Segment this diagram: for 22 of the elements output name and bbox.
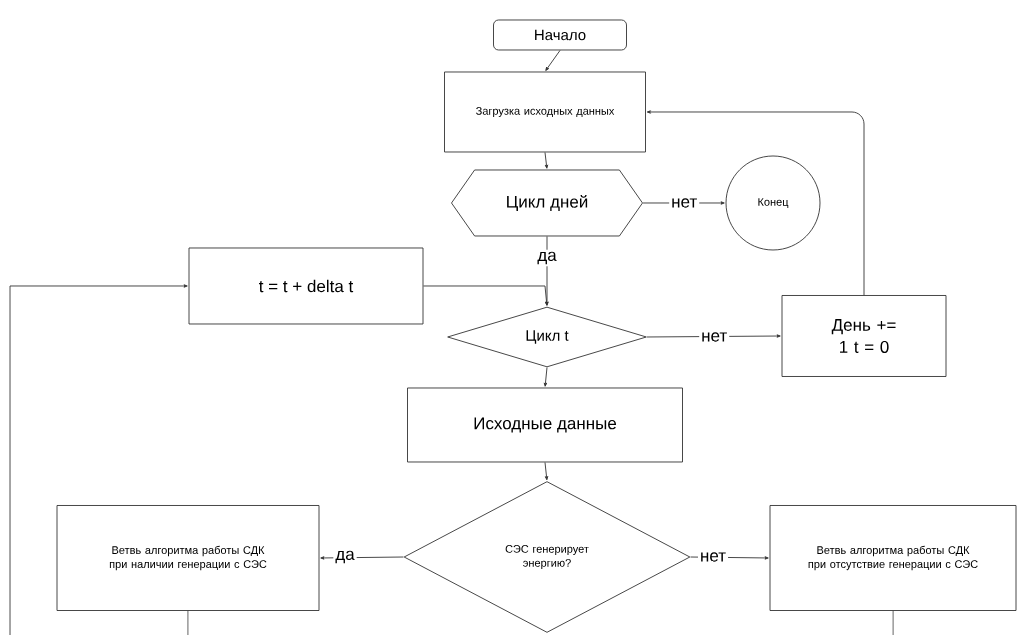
arrow bbox=[423, 285, 549, 306]
edge-label: нет bbox=[697, 550, 729, 564]
arrow bbox=[544, 462, 549, 481]
edge-label: нет bbox=[699, 330, 730, 344]
edge-label: да bbox=[535, 249, 559, 267]
process-box: Ветвь алгоритма работы СДК при наличии генерации с СЭС bbox=[56, 505, 320, 611]
process-box: Ветвь алгоритма работы СДК при отсутствие генерации с СЭС bbox=[769, 505, 1017, 611]
arrow bbox=[9, 284, 188, 635]
start-terminal: Начало bbox=[493, 19, 627, 51]
process-box: Исходные данные bbox=[407, 387, 683, 463]
arrow bbox=[646, 110, 865, 296]
arrow bbox=[320, 556, 404, 560]
edge-label: нет bbox=[669, 196, 700, 210]
process-box: День += 1 t = 0 bbox=[781, 295, 947, 377]
arrow bbox=[543, 367, 548, 387]
arrow bbox=[545, 50, 561, 71]
loop-hexagon: Цикл дней bbox=[451, 169, 643, 237]
arrow bbox=[544, 152, 549, 169]
edge-label: да bbox=[333, 548, 357, 566]
arrow bbox=[545, 236, 549, 306]
process-box: Загрузка исходных данных bbox=[444, 71, 646, 153]
process-box: t = t + delta t bbox=[188, 247, 424, 325]
